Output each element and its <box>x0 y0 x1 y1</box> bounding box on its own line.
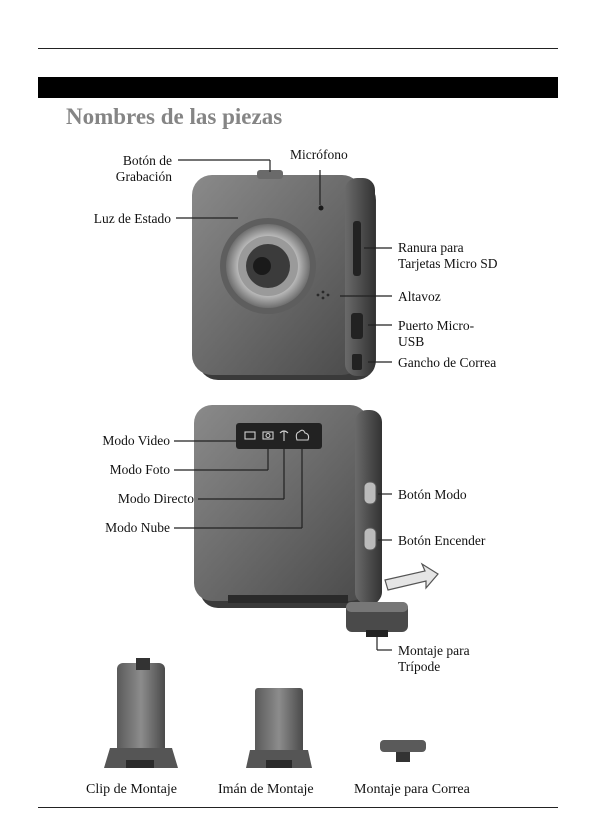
camera-back <box>194 405 438 637</box>
label-record-button: Botón de Grabación <box>80 153 172 185</box>
label-sd-slot: Ranura para Tarjetas Micro SD <box>398 240 498 272</box>
strap-hook <box>352 354 362 370</box>
magnet-mount <box>246 688 312 768</box>
caption-clip: Clip de Montaje <box>86 782 177 798</box>
mode-button <box>364 482 376 504</box>
label-status-light: Luz de Estado <box>60 211 171 227</box>
sd-slot <box>353 221 361 276</box>
tripod-mount-part <box>346 602 408 637</box>
label-tripod-mount: Montaje para Trípode <box>398 643 470 675</box>
mode-indicator-panel <box>236 423 322 449</box>
caption-magnet: Imán de Montaje <box>218 782 314 798</box>
label-power-button: Botón Encender <box>398 533 485 549</box>
usb-port <box>351 313 363 339</box>
label-usb-port: Puerto Micro- USB <box>398 318 474 350</box>
power-button <box>364 528 376 550</box>
label-direct-mode: Modo Directo <box>60 491 194 507</box>
label-microphone: Micrófono <box>290 147 348 163</box>
microphone-hole <box>319 206 324 211</box>
strap-mount <box>380 740 426 762</box>
bottom-rule <box>38 807 558 808</box>
camera-front <box>192 170 376 380</box>
label-photo-mode: Modo Foto <box>60 462 170 478</box>
caption-strap-mount: Montaje para Correa <box>354 782 470 798</box>
label-speaker: Altavoz <box>398 289 441 305</box>
label-cloud-mode: Modo Nube <box>60 520 170 536</box>
label-video-mode: Modo Video <box>60 433 170 449</box>
clip-mount <box>104 658 178 768</box>
insert-arrow <box>385 564 438 590</box>
label-strap-hook: Gancho de Correa <box>398 355 496 371</box>
label-mode-button: Botón Modo <box>398 487 467 503</box>
